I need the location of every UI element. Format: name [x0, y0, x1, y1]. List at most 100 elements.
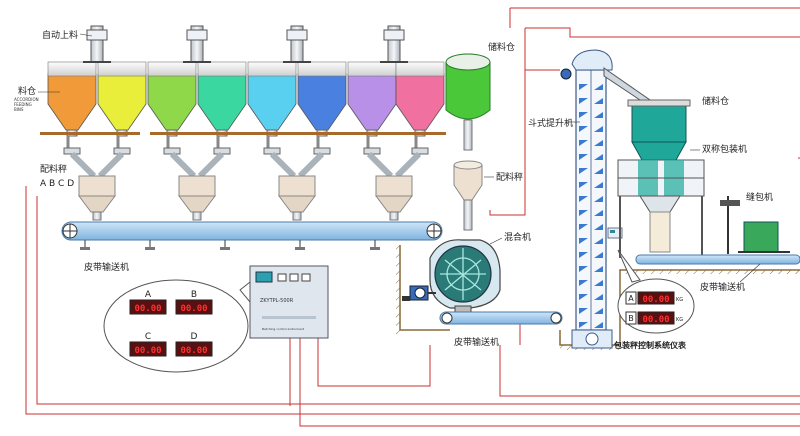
elevator-bucket [579, 252, 588, 258]
silo-label: 料仓 [18, 85, 36, 97]
batching-scale-2-label: 配料秤 [496, 171, 523, 183]
controller-model: ZKYTPL-500R [260, 298, 294, 304]
display-value: 00.00 [180, 346, 207, 356]
elevator-bucket [579, 196, 588, 202]
elevator-bucket [594, 154, 603, 160]
elevator-bucket [594, 252, 603, 258]
elevator-bucket [594, 238, 603, 244]
scale-letters: A B C D [40, 179, 74, 189]
silo-top [197, 61, 247, 77]
display-value: 00.00 [180, 304, 207, 314]
kg-display-screen [637, 311, 675, 325]
weight-display-a: A00.00 [129, 290, 167, 315]
auto-feeder [183, 25, 211, 63]
bag-sewer [720, 196, 790, 254]
elevator-bucket [579, 238, 588, 244]
elevator-bucket [594, 168, 603, 174]
elevator-bucket [579, 322, 588, 328]
silo [197, 61, 247, 155]
auto-feeder [83, 25, 111, 63]
valve [411, 147, 429, 155]
kg-display-value: 00.00 [642, 295, 669, 305]
elevator-bucket [579, 154, 588, 160]
bucket-elevator [560, 49, 651, 349]
feeder-head [186, 29, 208, 41]
weight-display-c: C 00.00 [129, 332, 167, 357]
elevator-bucket [594, 280, 603, 286]
bag-sewer-label: 缝包机 [746, 191, 773, 203]
elevator-bucket [579, 168, 588, 174]
scale-cone [178, 195, 216, 213]
support-beam [346, 132, 446, 135]
support-beam [40, 132, 140, 135]
auto-feeder [283, 25, 311, 63]
valve [213, 147, 231, 155]
silo [97, 61, 147, 155]
display-screen [129, 299, 167, 315]
silo [395, 61, 445, 155]
kg-display-letter: B [628, 314, 634, 323]
display-value: 00.00 [134, 346, 161, 356]
elevator-bucket [579, 294, 588, 300]
silo [247, 61, 297, 155]
elevator-bucket [579, 182, 588, 188]
storage-bin-1 [445, 53, 491, 231]
belt-conveyor-3 [635, 254, 800, 265]
batching-scales [69, 151, 422, 221]
elevator-bucket [594, 112, 603, 118]
valve [63, 147, 81, 155]
batching-scale [169, 151, 225, 221]
display-value: 00.00 [134, 304, 161, 314]
belt-conveyor-2-label: 皮带输送机 [454, 336, 499, 348]
storage-bin-2-label: 储料仓 [702, 95, 729, 107]
valve [313, 147, 331, 155]
elevator-bucket [594, 294, 603, 300]
elevator-bucket [579, 140, 588, 146]
display-letter: B [191, 290, 197, 300]
batching-scale-label: 配料秤 [40, 163, 67, 175]
auto-feed-label: 自动上料 [42, 29, 78, 41]
storage-bin-1-label: 储料仓 [488, 41, 515, 53]
silo [347, 61, 397, 155]
weight-display-b: B 00.00 [175, 290, 213, 315]
display-letter: C [145, 332, 151, 342]
silo-top [297, 61, 347, 77]
silo-group [40, 25, 446, 155]
mixer-label: 混合机 [504, 231, 531, 243]
elevator-bucket [579, 308, 588, 314]
kg-display-value: 00.00 [642, 315, 669, 325]
support-beam [150, 132, 250, 135]
elevator-bucket [579, 98, 588, 104]
belt-conveyor-3-label: 皮带输送机 [700, 281, 745, 293]
silo-top [97, 61, 147, 77]
chute [366, 151, 422, 179]
silo-top [47, 61, 97, 77]
twin-packer [617, 159, 705, 258]
twin-packer-label: 双称包装机 [702, 143, 747, 155]
display-screen [129, 341, 167, 357]
silo-sub-2: FEEDING [14, 102, 32, 107]
valve [163, 147, 181, 155]
elevator-bucket [594, 140, 603, 146]
scale-hopper [375, 175, 413, 197]
elevator-bucket [594, 322, 603, 328]
kg-display-screen [637, 291, 675, 305]
silo-top [395, 61, 445, 77]
elevator-bucket [594, 266, 603, 272]
elevator-bucket [594, 224, 603, 230]
feeder-head [286, 29, 308, 41]
feeder-head [86, 29, 108, 41]
silo-top [147, 61, 197, 77]
control-wiring [25, 7, 800, 427]
silo-top [247, 61, 297, 77]
silo-sub-1: ACCORDION [14, 97, 39, 102]
belt-conveyor-1 [61, 221, 443, 250]
elevator-bucket [579, 280, 588, 286]
batching-scale [269, 151, 325, 221]
elevator-bucket [594, 84, 603, 90]
belt-conveyor-1-label: 皮带输送机 [84, 261, 129, 273]
chute [69, 151, 125, 179]
scale-outlet [92, 211, 102, 221]
